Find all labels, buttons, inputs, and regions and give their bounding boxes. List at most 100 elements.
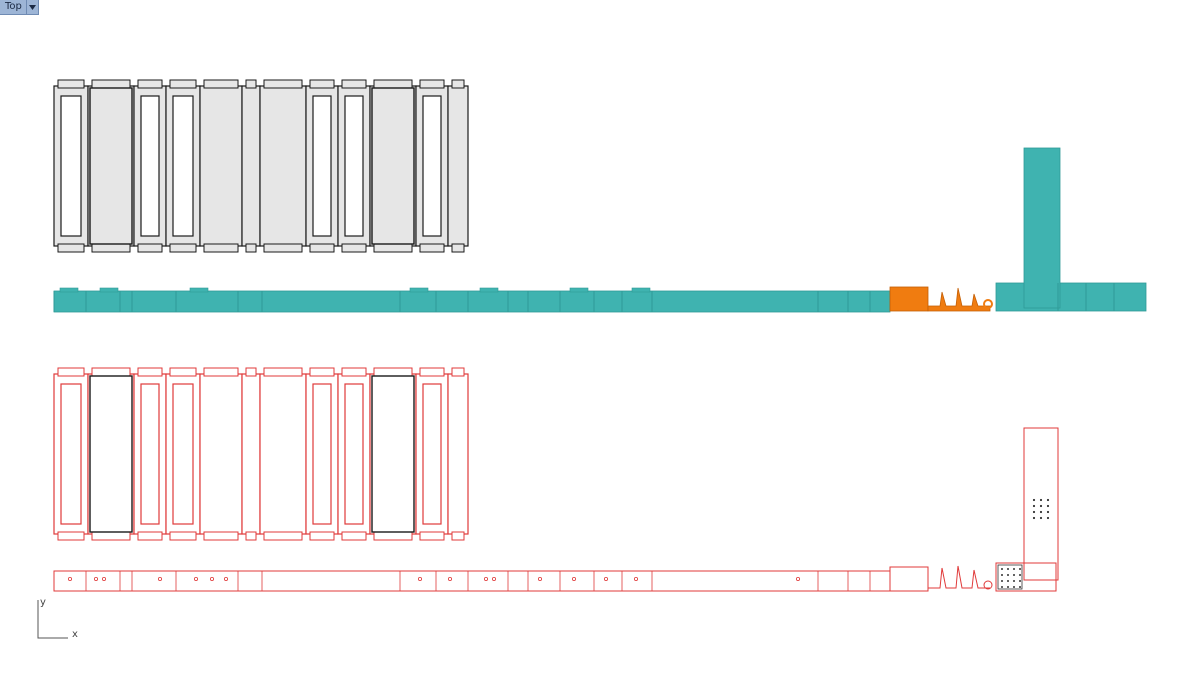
panel-cap-bottom xyxy=(451,243,465,253)
panel-cap-top xyxy=(203,367,239,377)
teal-tab xyxy=(479,287,499,293)
orange-ring xyxy=(983,299,993,309)
dropdown-triangle-icon[interactable] xyxy=(25,0,38,14)
red-grid-dot xyxy=(1019,574,1021,576)
y-axis-label: y xyxy=(40,597,46,608)
panel-cap-top xyxy=(57,367,85,377)
panel-cap-bottom xyxy=(169,531,197,541)
panel-window xyxy=(172,383,194,525)
red-dot-mark xyxy=(1039,504,1043,508)
red-grid-dot xyxy=(1001,586,1003,588)
panel-body xyxy=(369,85,417,247)
panel-cap-bottom xyxy=(137,243,163,253)
panel-cap-top xyxy=(309,79,335,89)
panel-body xyxy=(447,373,469,535)
black-outline-panels[interactable] xyxy=(53,79,469,253)
panel-inner-frame xyxy=(89,87,133,245)
axis-gizmo xyxy=(37,600,68,639)
panel-cap-top xyxy=(419,79,445,89)
orange-block xyxy=(889,286,929,312)
teal-tab xyxy=(631,287,651,293)
red-grid-dot xyxy=(1013,574,1015,576)
panel-window xyxy=(172,95,194,237)
panel-body xyxy=(241,373,261,535)
panel-inner-frame xyxy=(89,375,133,533)
x-axis-label: x xyxy=(72,629,78,640)
panel-body xyxy=(241,85,261,247)
orange-connector-shape xyxy=(927,287,991,312)
teal-selected-strip[interactable] xyxy=(53,147,1147,313)
teal-tab xyxy=(569,287,589,293)
panel-cap-top xyxy=(341,367,367,377)
red-dot-mark xyxy=(1032,516,1036,520)
red-hole-mark xyxy=(209,577,214,582)
red-strip-main xyxy=(53,570,891,592)
red-grid-dot xyxy=(1007,574,1009,576)
panel-cap-bottom xyxy=(91,531,131,541)
red-dot-mark xyxy=(1039,516,1043,520)
panel-cap-top xyxy=(203,79,239,89)
red-dot-mark xyxy=(1032,504,1036,508)
panel-cap-top xyxy=(245,367,257,377)
red-end-block xyxy=(889,566,929,592)
red-dot-mark xyxy=(1039,498,1043,502)
red-vertical-bar xyxy=(1023,427,1059,581)
panel-cap-top xyxy=(91,367,131,377)
panel-inner-frame xyxy=(371,87,415,245)
panel-cap-top xyxy=(137,79,163,89)
red-grid-dot xyxy=(1007,580,1009,582)
teal-tab xyxy=(189,287,209,293)
red-grid-dot xyxy=(1019,580,1021,582)
red-grid-dot xyxy=(1001,580,1003,582)
red-hole-mark xyxy=(157,577,162,582)
panel-cap-bottom xyxy=(57,243,85,253)
red-grid-dot xyxy=(1019,586,1021,588)
panel-cap-bottom xyxy=(341,531,367,541)
teal-vertical-bar xyxy=(1023,147,1061,309)
red-hole-mark xyxy=(94,577,99,582)
red-hole-mark xyxy=(102,577,107,582)
red-hole-mark xyxy=(634,577,639,582)
red-square-pattern xyxy=(997,564,1023,590)
red-grid-dot xyxy=(1013,568,1015,570)
panel-cap-bottom xyxy=(309,531,335,541)
panel-body xyxy=(259,373,307,535)
red-hole-mark xyxy=(193,577,198,582)
panel-cap-bottom xyxy=(419,531,445,541)
panel-body xyxy=(369,373,417,535)
panel-cap-bottom xyxy=(169,243,197,253)
red-outline-strip[interactable] xyxy=(53,427,1059,592)
panel-inner-frame xyxy=(371,375,415,533)
viewport-name[interactable]: Top xyxy=(5,1,22,12)
red-hole-mark xyxy=(68,577,73,582)
panel-cap-bottom xyxy=(263,531,303,541)
panel-cap-bottom xyxy=(203,243,239,253)
panel-window xyxy=(60,95,82,237)
panel-cap-top xyxy=(263,79,303,89)
panel-cap-top xyxy=(137,367,163,377)
panel-cap-bottom xyxy=(341,243,367,253)
panel-cap-top xyxy=(169,79,197,89)
red-outline-panels[interactable] xyxy=(53,367,469,541)
panel-window xyxy=(422,95,442,237)
panel-body xyxy=(447,85,469,247)
panel-cap-top xyxy=(91,79,131,89)
panel-cap-top xyxy=(419,367,445,377)
teal-strip-main xyxy=(53,290,891,313)
red-hole-mark xyxy=(604,577,609,582)
red-dot-mark xyxy=(1032,510,1036,514)
red-ring xyxy=(983,580,993,590)
teal-right-bar xyxy=(995,282,1147,312)
red-right-bar xyxy=(995,562,1057,592)
panel-cap-bottom xyxy=(91,243,131,253)
panel-cap-bottom xyxy=(419,243,445,253)
panel-cap-top xyxy=(451,79,465,89)
panel-cap-bottom xyxy=(57,531,85,541)
panel-window xyxy=(140,383,160,525)
panel-cap-top xyxy=(309,367,335,377)
red-hole-mark xyxy=(572,577,577,582)
teal-tab xyxy=(409,287,429,293)
panel-body xyxy=(259,85,307,247)
viewport-title-tab[interactable]: Top xyxy=(0,0,39,15)
